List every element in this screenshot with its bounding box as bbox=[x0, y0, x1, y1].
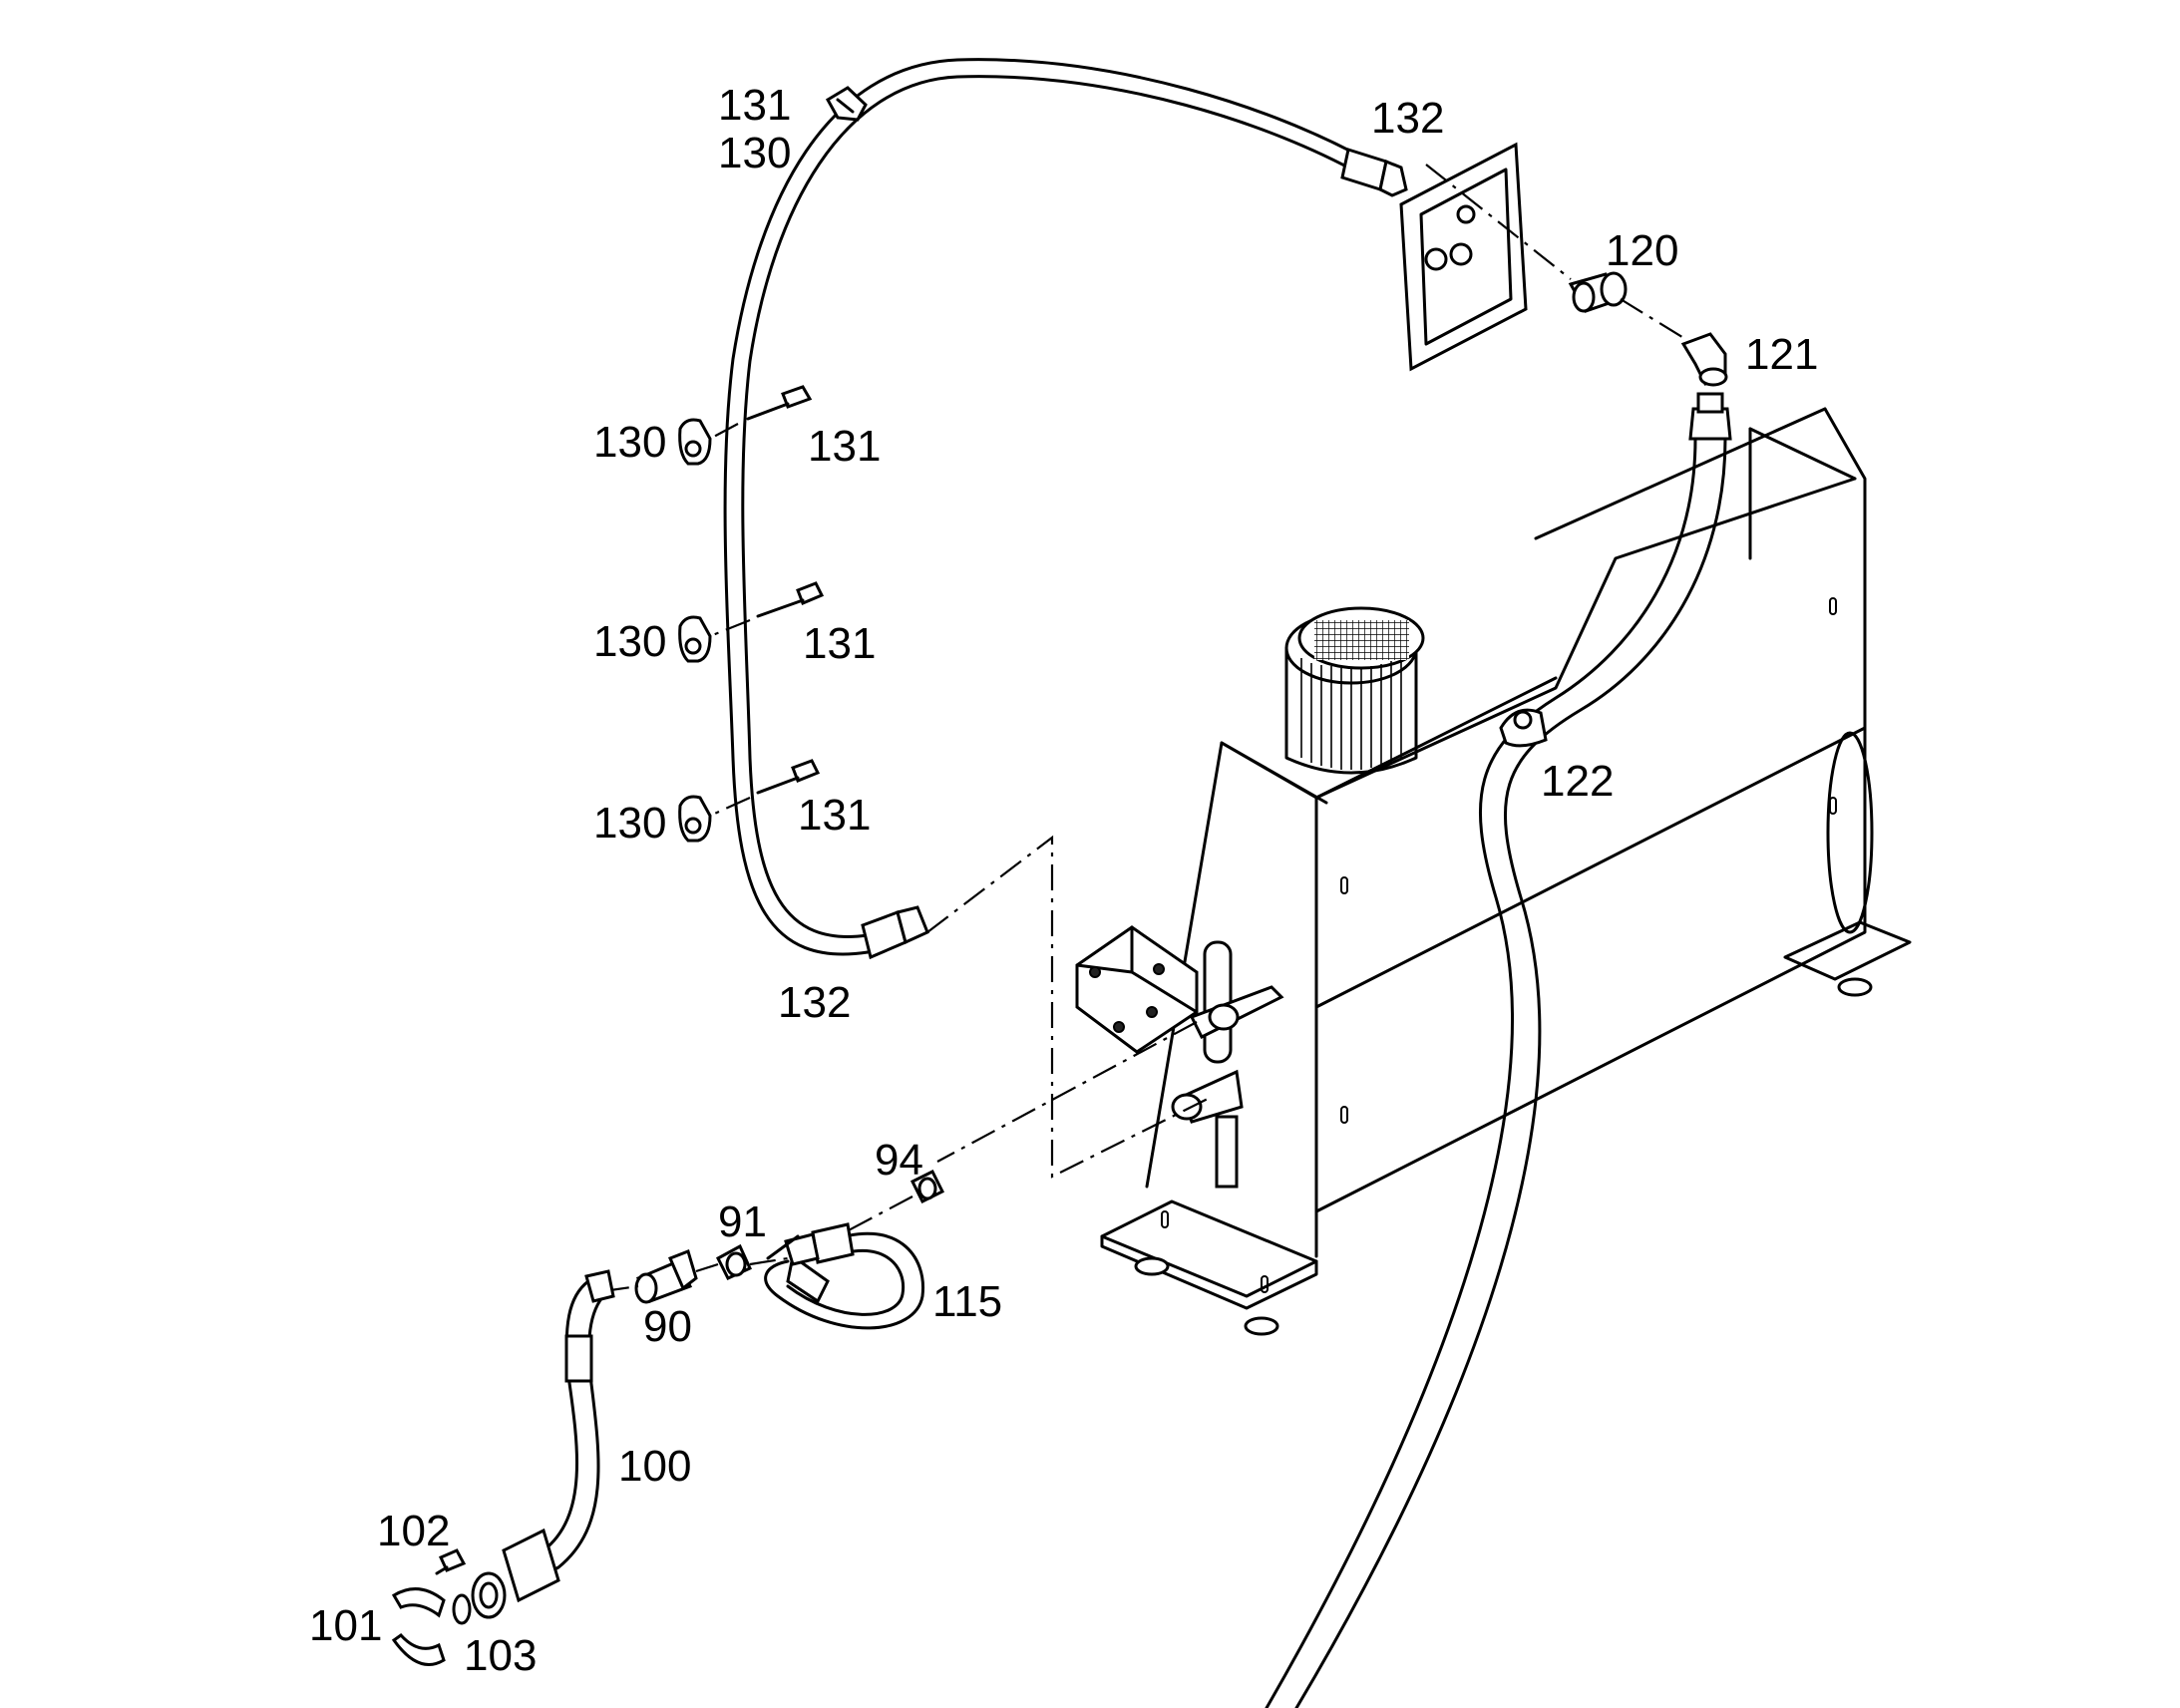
fitting-120 bbox=[1568, 271, 1628, 313]
clamp-130-c bbox=[678, 795, 712, 843]
bolt-102 bbox=[435, 1548, 467, 1575]
callout-90: 90 bbox=[643, 1302, 692, 1351]
valve-block bbox=[1075, 925, 1284, 1189]
callout-94: 94 bbox=[875, 1136, 923, 1185]
bolt-131-b bbox=[756, 581, 825, 618]
fitting-90 bbox=[634, 1249, 698, 1304]
callout-100: 100 bbox=[618, 1442, 691, 1491]
callout-131-c: 131 bbox=[798, 791, 871, 840]
hose-clamp-122 bbox=[1499, 708, 1548, 748]
clamp-130-b bbox=[678, 615, 712, 663]
callout-121: 121 bbox=[1745, 330, 1818, 379]
callout-91: 91 bbox=[718, 1197, 767, 1246]
bolt-131-a bbox=[746, 385, 813, 421]
callout-130-c: 130 bbox=[593, 799, 666, 848]
adapter-91 bbox=[716, 1243, 752, 1280]
callout-101: 101 bbox=[309, 1601, 382, 1650]
elbow-fitting-121 bbox=[1680, 332, 1728, 387]
callout-130-top: 130 bbox=[718, 129, 791, 177]
callout-120: 120 bbox=[1606, 226, 1678, 275]
adapter-94 bbox=[909, 1169, 945, 1204]
callout-103: 103 bbox=[464, 1631, 537, 1680]
mounting-plate bbox=[1399, 142, 1528, 372]
half-flange-101 bbox=[391, 1587, 446, 1666]
callout-122: 122 bbox=[1541, 757, 1614, 806]
callout-130-a: 130 bbox=[593, 418, 666, 467]
callout-132-bottom: 132 bbox=[778, 978, 851, 1027]
bolt-131-c bbox=[756, 759, 821, 795]
return-hose bbox=[1265, 392, 1732, 1708]
o-ring-103 bbox=[452, 1593, 472, 1625]
callout-102: 102 bbox=[377, 1507, 450, 1555]
callout-131-b: 131 bbox=[803, 619, 876, 668]
clamp-top bbox=[825, 86, 868, 122]
callout-132-top: 132 bbox=[1371, 94, 1444, 143]
electric-motor bbox=[1284, 606, 1425, 775]
hose-100 bbox=[471, 1269, 615, 1619]
callout-115: 115 bbox=[932, 1277, 1002, 1326]
callout-131-top: 131 bbox=[718, 81, 791, 130]
hydraulic-power-unit bbox=[1100, 407, 1912, 1336]
assembly-line-mid bbox=[926, 835, 1213, 1179]
callout-130-b: 130 bbox=[593, 617, 666, 666]
clamp-130-a bbox=[678, 418, 712, 466]
assembly-line-top bbox=[1425, 164, 1572, 280]
hose-132 bbox=[723, 58, 1408, 960]
callout-131-a: 131 bbox=[808, 422, 881, 471]
hose-115 bbox=[764, 1222, 925, 1330]
